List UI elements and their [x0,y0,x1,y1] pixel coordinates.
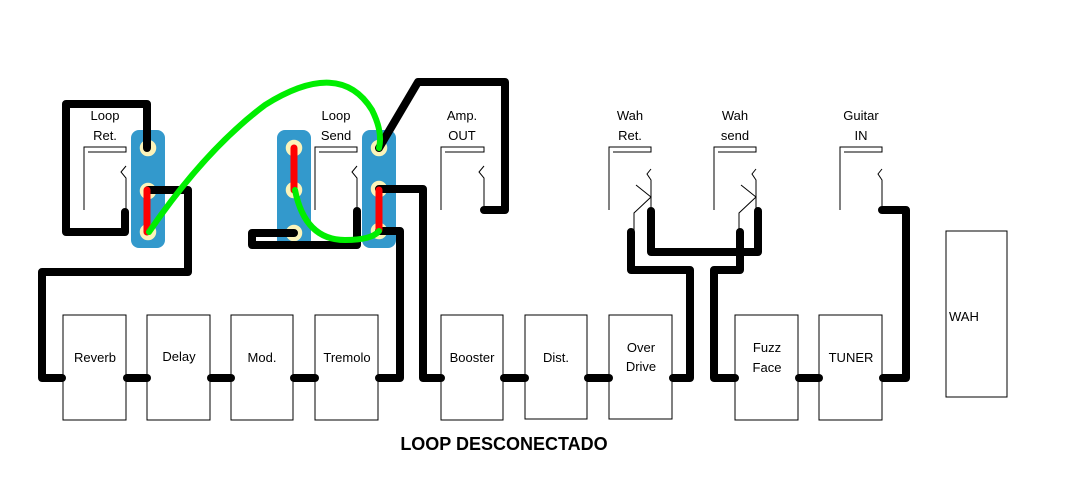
pedal-booster [440,314,504,421]
pedal-tremolo [314,314,379,421]
pedal-label: Reverb [74,350,116,365]
green-cable-send-bridge [292,187,382,244]
pedal-delay [146,314,211,421]
pedal-label: TUNER [829,350,874,365]
cable-switch-ground-loop [248,207,361,249]
pedal-overdrive [608,314,673,420]
pedal-label: Drive [626,359,656,374]
jack-label: Loop [91,108,120,123]
jack-label: Loop [322,108,351,123]
jack-label: Send [321,128,351,143]
pedal-wah [945,230,1008,398]
jack-loop-send [314,146,358,210]
jack-label: IN [855,128,868,143]
jack-wah-send [713,146,757,232]
pedal-mod [230,314,294,421]
cable-overdrive-wah-return [627,228,694,382]
cable-amp-out [375,78,509,214]
cable-tremolo-return [375,227,404,382]
jack-label: Amp. [447,108,477,123]
jack-wah-return [608,146,652,232]
jack-label: send [721,128,749,143]
pedal-label: Booster [450,350,495,365]
pedal-label: Fuzz [753,340,781,355]
pedal-label: Dist. [543,350,569,365]
jack-label: Ret. [618,128,642,143]
pedal-label: Over [627,340,656,355]
green-cable-return-to-send [146,79,384,235]
cable-loop-return-jack [62,100,151,236]
jack-label: Wah [722,108,748,123]
pedal-label: Delay [162,349,196,364]
jack-loop-return [83,146,127,210]
pedal-tuner [818,314,883,421]
jack-label: Ret. [93,128,117,143]
pedal-fuzz-face [734,314,799,421]
cable-tuner-guitar-in [878,206,910,382]
pedal-reverb [62,314,127,421]
jack-amp-out [440,146,485,210]
cable-switch-to-booster [375,185,445,382]
pedal-label: Mod. [248,350,277,365]
jack-label: Guitar [843,108,879,123]
pedal-dist [524,314,588,420]
pedal-label: Face [753,360,782,375]
diagram-title: LOOP DESCONECTADO [400,434,607,454]
pedal-label: WAH [949,309,979,324]
cable-wah-jacks-bridge [647,207,762,256]
jack-label: Wah [617,108,643,123]
jack-label: OUT [448,128,476,143]
pedal-label: Tremolo [323,350,370,365]
black-cables [38,78,910,382]
jack-guitar-in [839,146,883,210]
cable-wah-send-to-fuzz [710,228,744,382]
